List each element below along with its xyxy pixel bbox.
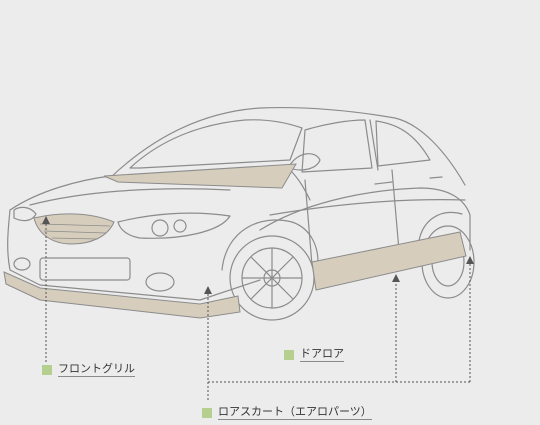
character-line <box>269 199 466 216</box>
label-marker <box>284 349 294 360</box>
lower-intake <box>39 257 131 281</box>
hood-trim-part <box>103 163 297 189</box>
side-window-front <box>301 119 373 173</box>
side-body <box>259 187 471 251</box>
fog-lamp-right <box>145 272 175 292</box>
fog-lamp-left <box>13 257 31 271</box>
grille-slat-2 <box>43 230 107 234</box>
grille-slat-3 <box>51 237 99 240</box>
leader-lines <box>42 216 474 400</box>
mirror <box>289 153 321 171</box>
headlight-lens-2 <box>173 219 187 233</box>
door-handle-rear <box>429 176 443 179</box>
highlighted-parts <box>3 163 467 319</box>
headlight-lens-1 <box>151 219 169 237</box>
label-text: ロアスカート（エアロパーツ） <box>218 405 372 420</box>
front-grille-part <box>33 213 115 245</box>
door-lower-part <box>311 231 467 291</box>
door-line-front <box>304 179 313 266</box>
label-marker <box>42 364 52 375</box>
lower-skirt-part <box>3 271 241 319</box>
front-wheel-spokes <box>241 247 303 309</box>
label-lower-skirt: ロアスカート（エアロパーツ） <box>202 405 372 420</box>
label-marker <box>202 407 212 418</box>
grille-slat-1 <box>39 223 111 227</box>
grille-slats <box>39 223 111 240</box>
b-pillar <box>369 119 379 171</box>
side-window-rear <box>375 120 431 167</box>
label-door-lower: ドアロア <box>284 347 344 362</box>
hood-crease <box>29 188 231 206</box>
headlight-right <box>117 212 231 239</box>
windshield <box>129 119 303 169</box>
front-wheel-arch <box>221 219 319 271</box>
front-face <box>7 209 261 301</box>
label-text: フロントグリル <box>58 362 135 377</box>
roof-line <box>109 107 466 186</box>
label-text: ドアロア <box>300 347 344 362</box>
label-front-grille: フロントグリル <box>42 362 135 377</box>
headlight-left <box>13 206 37 222</box>
door-handle-front <box>374 181 393 185</box>
